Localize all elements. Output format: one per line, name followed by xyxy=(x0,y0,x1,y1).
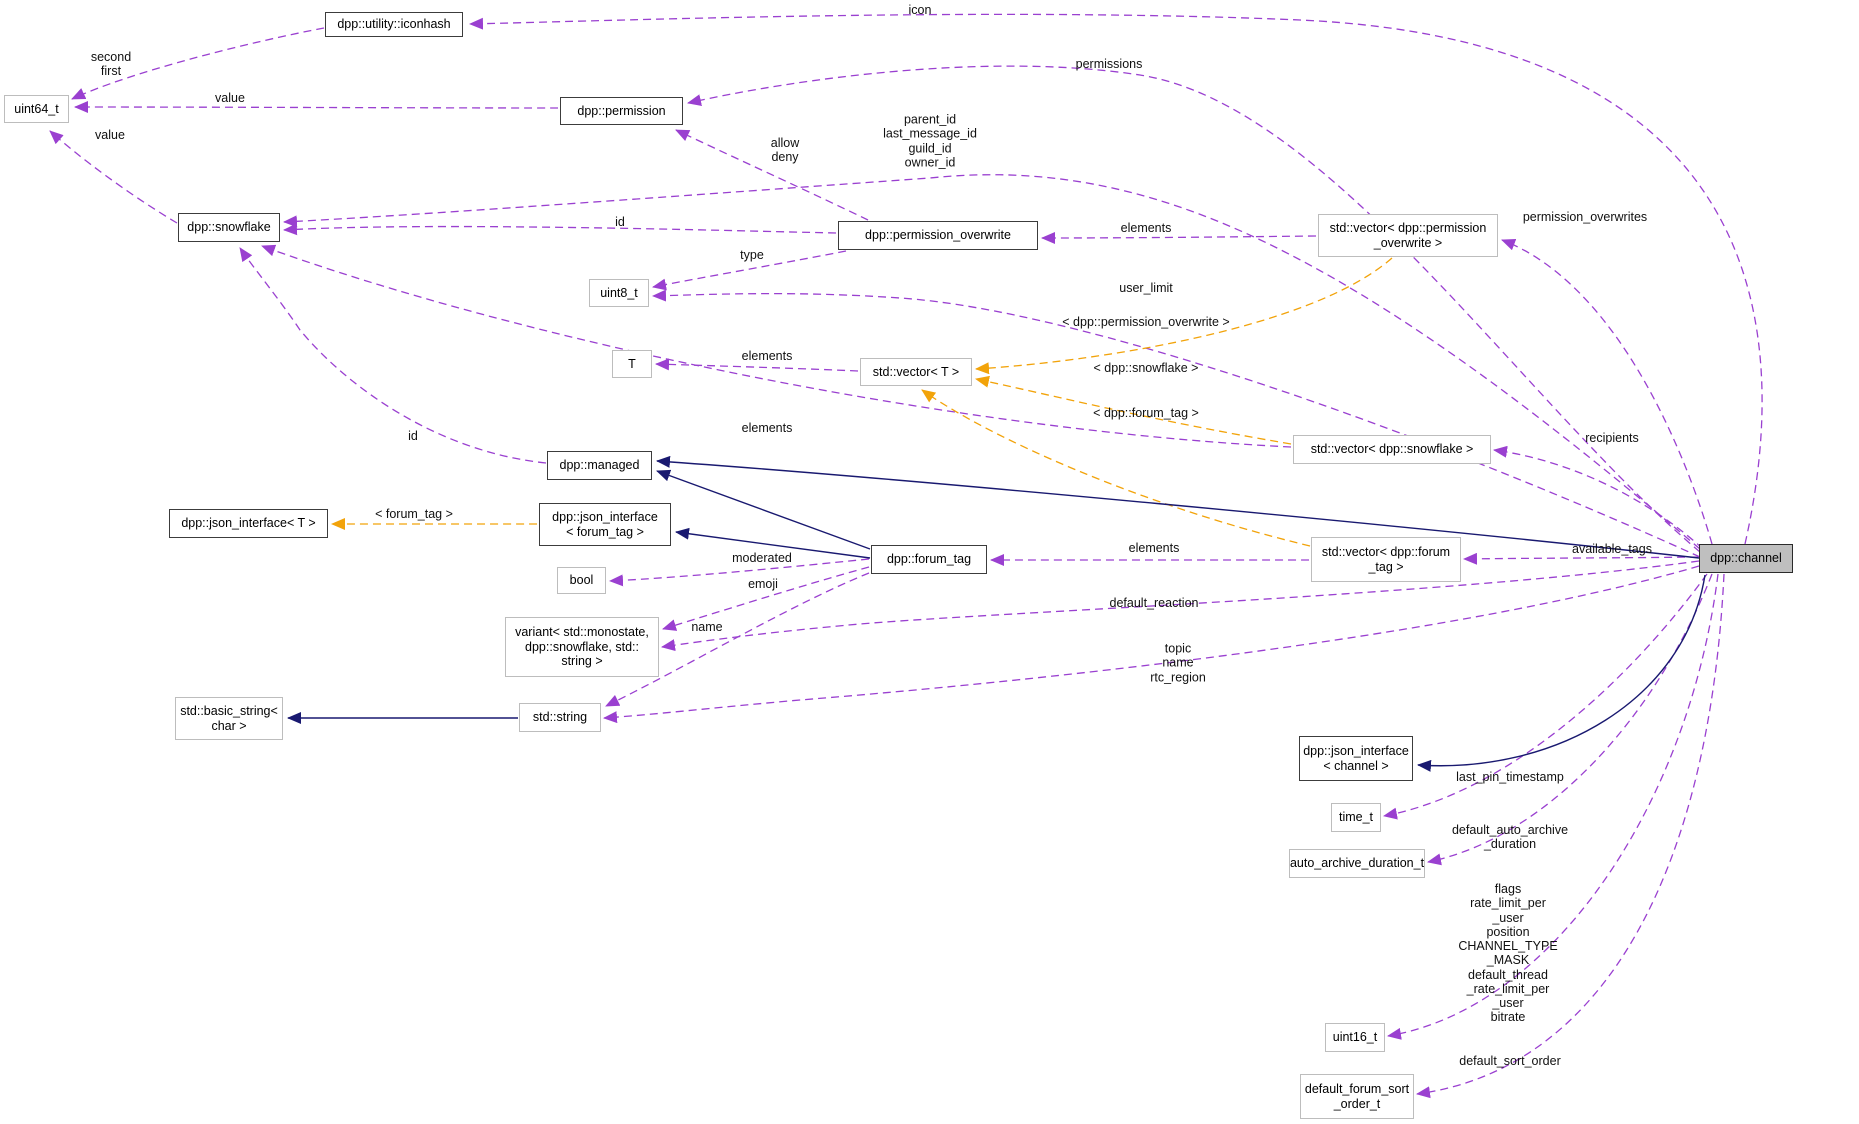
edge-available-tags xyxy=(1463,552,1699,565)
edge-last-pin-timestamp xyxy=(1383,573,1708,820)
edge-channel-json-interface xyxy=(1417,574,1706,772)
node-vector-snowflake[interactable]: std::vector< dpp::snowflake > xyxy=(1293,435,1491,464)
edge-label-allow-deny: allow deny xyxy=(770,135,800,164)
edge-allow-deny xyxy=(675,129,869,221)
node-vector-t[interactable]: std::vector< T > xyxy=(860,358,972,386)
edge-forum-tag-managed xyxy=(656,469,871,550)
node-json-interface-forum-tag[interactable]: dpp::json_interface < forum_tag > xyxy=(539,503,671,546)
edge-channel-managed xyxy=(656,455,1700,559)
node-vector-forum-tag[interactable]: std::vector< dpp::forum _tag > xyxy=(1311,537,1461,582)
edge-permissions xyxy=(687,65,1701,553)
edge-moderated xyxy=(609,558,870,587)
edge-label-user-limit: user_limit xyxy=(1119,280,1173,295)
edge-permission-overwrites xyxy=(1501,239,1713,545)
edge-elements-perm-ov xyxy=(1041,231,1317,244)
edge-value-snowflake xyxy=(49,130,178,224)
edge-label-template-snowflake: < dpp::snowflake > xyxy=(1093,360,1199,375)
edge-label-id-overwrite: id xyxy=(615,214,625,229)
edge-template-permission-overwrite xyxy=(975,257,1393,375)
edge-label-last-pin-timestamp: last_pin_timestamp xyxy=(1456,769,1564,784)
edge-template-snowflake xyxy=(975,375,1292,445)
edge-flags xyxy=(1387,573,1719,1040)
edge-label-default-reaction: default_reaction xyxy=(1109,595,1199,610)
edge-id-overwrite xyxy=(283,223,837,236)
edge-label-default-sort-order: default_sort_order xyxy=(1459,1053,1561,1068)
node-json-interface-t[interactable]: dpp::json_interface< T > xyxy=(169,509,328,538)
edge-label-emoji: emoji xyxy=(748,576,778,591)
edge-user-limit xyxy=(652,289,1701,558)
edge-label-icon: icon xyxy=(908,2,932,17)
edge-default-auto-archive xyxy=(1427,573,1713,866)
node-forum-tag[interactable]: dpp::forum_tag xyxy=(871,545,987,574)
node-uint8-t[interactable]: uint8_t xyxy=(589,279,649,307)
edge-id-managed xyxy=(239,247,547,464)
node-bool[interactable]: bool xyxy=(557,567,606,594)
node-variant[interactable]: variant< std::monostate, dpp::snowflake,… xyxy=(505,617,659,677)
edge-label-available-tags: available_tags xyxy=(1572,541,1652,556)
node-string[interactable]: std::string xyxy=(519,703,601,732)
edge-label-topic-name-rtc: topic name rtc_region xyxy=(1150,641,1206,685)
edge-label-template-permission-overwrite: < dpp::permission_overwrite > xyxy=(1062,314,1230,329)
node-basic-string[interactable]: std::basic_string< char > xyxy=(175,697,283,740)
edge-recipients xyxy=(1493,445,1704,550)
edge-elements-snowflake xyxy=(261,244,1292,448)
edge-label-value-snowflake: value xyxy=(95,127,125,142)
edge-label-flags: flags rate_limit_per _user position CHAN… xyxy=(1458,881,1558,1024)
node-uint64-t[interactable]: uint64_t xyxy=(4,95,69,123)
node-time-t[interactable]: time_t xyxy=(1331,803,1381,832)
edge-label-parent-ids: parent_id last_message_id guild_id owner… xyxy=(883,112,977,170)
edge-type xyxy=(652,250,847,291)
edge-label-type: type xyxy=(740,247,764,262)
edge-label-second-first: second first xyxy=(90,49,132,78)
node-t[interactable]: T xyxy=(612,350,652,378)
edge-label-recipients: recipients xyxy=(1585,430,1639,445)
edge-template-forum-tag-vec xyxy=(921,389,1311,547)
node-snowflake[interactable]: dpp::snowflake xyxy=(178,213,280,242)
edge-label-moderated: moderated xyxy=(732,550,792,565)
node-permission[interactable]: dpp::permission xyxy=(560,97,683,125)
node-iconhash[interactable]: dpp::utility::iconhash xyxy=(325,12,463,37)
edge-label-default-auto-archive: default_auto_archive _duration xyxy=(1451,822,1569,851)
node-json-interface-channel[interactable]: dpp::json_interface < channel > xyxy=(1299,736,1413,781)
node-managed[interactable]: dpp::managed xyxy=(547,451,652,480)
edge-elements-t xyxy=(655,358,859,372)
edge-emoji xyxy=(662,566,870,631)
edge-label-template-forum-tag-json: < forum_tag > xyxy=(375,506,453,521)
edge-label-template-forum-tag: < dpp::forum_tag > xyxy=(1093,405,1199,420)
node-vector-permission-overwrite[interactable]: std::vector< dpp::permission _overwrite … xyxy=(1318,214,1498,257)
edge-value-permission xyxy=(74,101,559,114)
edge-label-id-managed: id xyxy=(408,428,418,443)
edge-label-permission-overwrites: permission_overwrites xyxy=(1522,209,1648,224)
edge-parent-ids xyxy=(283,174,1701,550)
node-default-forum-sort-order-t[interactable]: default_forum_sort _order_t xyxy=(1300,1074,1414,1119)
edge-label-elements-perm-ov: elements xyxy=(1120,220,1172,235)
edge-default-sort-order xyxy=(1416,573,1725,1099)
edge-label-elements-forum-tag: elements xyxy=(1128,540,1180,555)
node-auto-archive-duration-t[interactable]: auto_archive_duration_t xyxy=(1289,849,1425,878)
edge-second-first xyxy=(71,27,325,100)
node-permission-overwrite[interactable]: dpp::permission_overwrite xyxy=(838,221,1038,250)
edge-label-value-permission: value xyxy=(215,90,245,105)
edge-topic-name-rtc xyxy=(603,565,1700,724)
node-channel[interactable]: dpp::channel xyxy=(1699,544,1793,573)
edge-forum-tag-json-interface xyxy=(675,527,871,559)
edge-name xyxy=(605,572,870,707)
edge-label-name: name xyxy=(691,619,723,634)
node-uint16-t[interactable]: uint16_t xyxy=(1325,1023,1385,1052)
edge-label-elements-snowflake: elements xyxy=(741,420,793,435)
edge-label-elements-t: elements xyxy=(741,348,793,363)
edge-label-permissions: permissions xyxy=(1075,56,1143,71)
edge-icon xyxy=(469,13,1763,545)
